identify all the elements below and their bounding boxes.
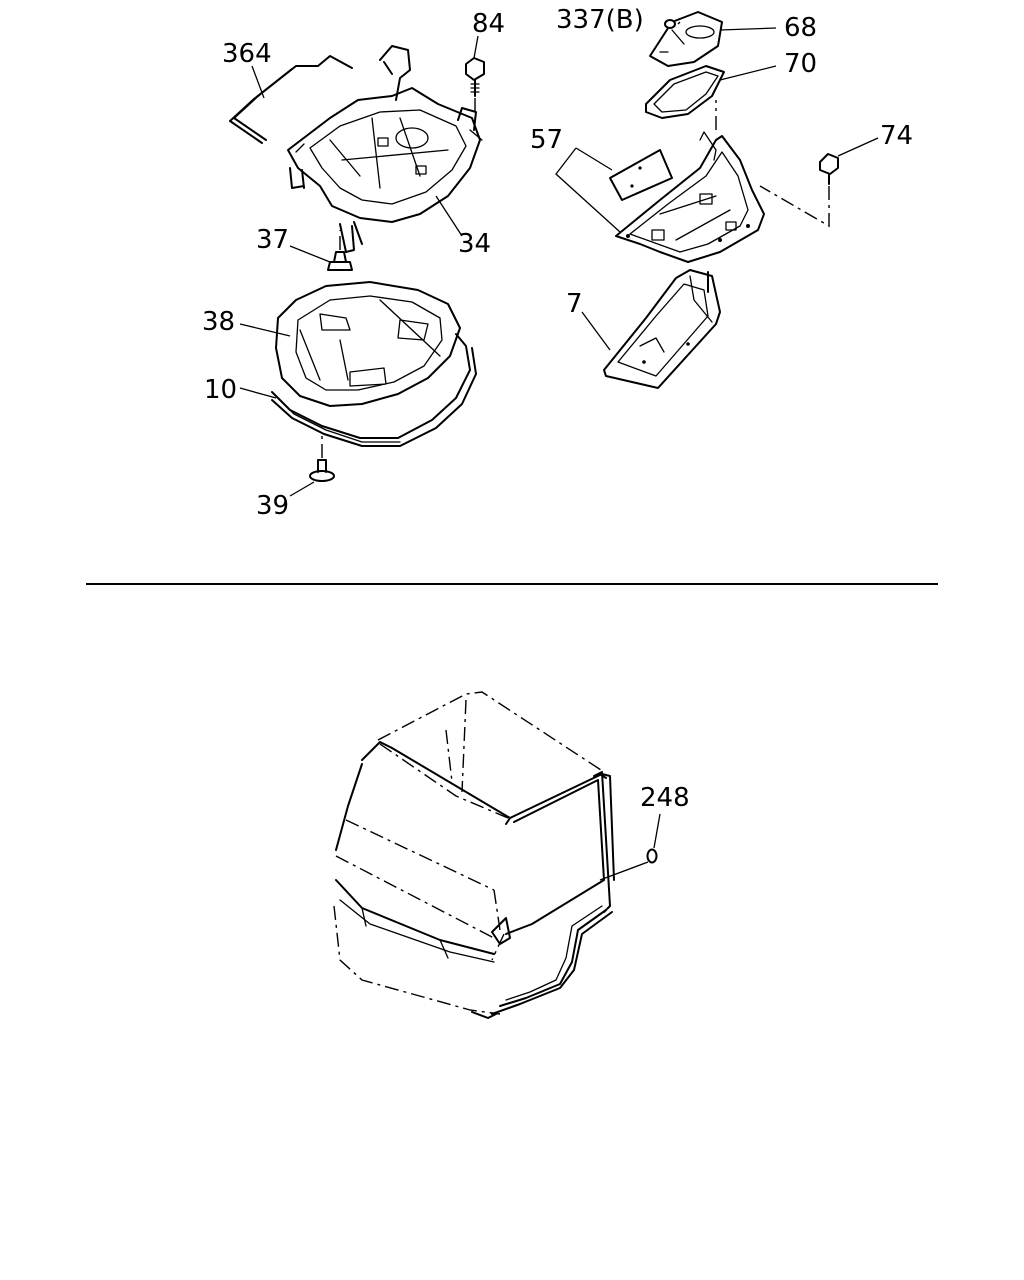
part-248-plug (646, 848, 658, 864)
part-38-panel (275, 281, 461, 407)
part-364-rod (229, 55, 353, 144)
truck-cab-outline (333, 691, 658, 1019)
part-unit-upper-right (615, 100, 765, 263)
part-337b-clip (664, 19, 676, 29)
callout-248: 248 (640, 783, 690, 813)
callout-74: 74 (880, 121, 913, 151)
part-74-bolt (759, 153, 839, 228)
callout-38: 38 (202, 307, 235, 337)
callout-34: 34 (458, 229, 491, 259)
part-57-label (609, 149, 673, 201)
callout-7: 7 (566, 289, 583, 319)
part-37-grommet (327, 230, 353, 271)
callout-labels: 364 84 34 37 38 10 39 337(B) 68 70 57 74… (202, 5, 913, 813)
part-70-gasket (645, 65, 725, 119)
leader-lines (239, 21, 879, 881)
part-10-seal (271, 333, 477, 447)
part-39-screw (309, 436, 335, 482)
part-34-cover-upper (287, 45, 483, 253)
callout-39: 39 (256, 491, 289, 521)
callout-57: 57 (530, 125, 563, 155)
callout-364: 364 (222, 39, 272, 69)
part-68-plate (649, 11, 723, 67)
callout-68: 68 (784, 13, 817, 43)
callout-10: 10 (204, 375, 237, 405)
callout-84: 84 (472, 9, 505, 39)
callout-337b: 337(B) (556, 5, 644, 35)
callout-37: 37 (256, 225, 289, 255)
part-7-cover (603, 269, 721, 389)
callout-70: 70 (784, 49, 817, 79)
